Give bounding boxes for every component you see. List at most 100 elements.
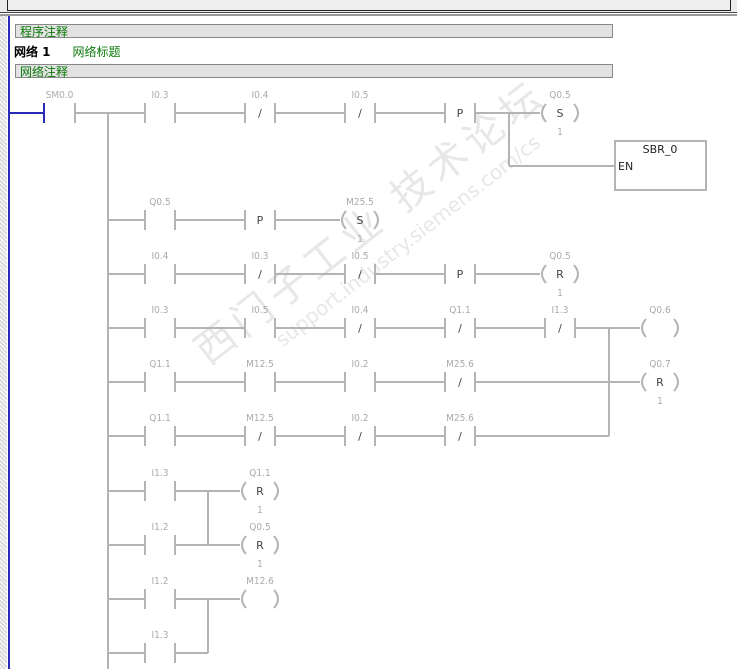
coil-right-paren <box>573 103 579 123</box>
contact-no[interactable]: I1.3 <box>144 468 176 501</box>
contact-address: I0.5 <box>352 90 369 101</box>
program-comment[interactable]: 程序注释 <box>15 24 613 39</box>
contact-nc[interactable]: / I0.3 <box>244 251 276 284</box>
positive-edge-mark: P <box>257 214 264 227</box>
coil-left-paren <box>241 481 247 501</box>
negation-mark: / <box>558 322 562 335</box>
contact-nc[interactable]: /M25.6 <box>444 359 476 392</box>
coil-address: Q0.5 <box>549 90 570 101</box>
contact-address: I1.2 <box>152 576 169 587</box>
contact-address: Q1.1 <box>149 413 170 424</box>
contact-address: I0.3 <box>252 251 269 262</box>
contact-address: I0.5 <box>352 251 369 262</box>
coil[interactable]: M25.5S1 <box>341 197 379 245</box>
contact-no[interactable]: M12.5 <box>244 359 276 392</box>
contact-nc[interactable]: /Q1.1 <box>444 305 476 338</box>
toolbar-area <box>0 0 737 13</box>
coil-count: 1 <box>357 234 363 245</box>
coil-address: M25.5 <box>346 197 374 208</box>
contact-no[interactable]: I1.2 <box>144 576 176 609</box>
contact-nc[interactable]: /M25.6 <box>444 413 476 446</box>
coil-address: Q0.7 <box>649 359 670 370</box>
editor-margin <box>0 16 7 669</box>
negation-mark: / <box>358 430 362 443</box>
positive-edge-mark: P <box>457 107 464 120</box>
contact-nc[interactable]: / M12.5 <box>244 413 276 446</box>
coil-count: 1 <box>557 127 563 138</box>
negation-mark: / <box>458 376 462 389</box>
contact-nc[interactable]: / I0.2 <box>344 413 376 446</box>
contact-nc[interactable]: / I0.4 <box>344 305 376 338</box>
coil[interactable]: Q0.7R1 <box>641 359 679 407</box>
coil-right-paren <box>273 535 279 555</box>
contact-address: I0.4 <box>252 90 269 101</box>
contact-address: I0.3 <box>152 90 169 101</box>
contact-address: I0.5 <box>252 305 269 316</box>
negation-mark: / <box>258 268 262 281</box>
enable-input-label: EN <box>618 160 633 173</box>
coil[interactable]: Q0.5S1 <box>541 90 579 138</box>
contact-address: I1.3 <box>152 468 169 479</box>
contact-no[interactable]: I0.4 <box>144 251 176 284</box>
coil-right-paren <box>273 481 279 501</box>
contact-address: I1.3 <box>552 305 569 316</box>
coil-left-paren <box>641 318 647 338</box>
contact-nc[interactable]: /I0.4 <box>244 90 276 123</box>
contact-address: I0.4 <box>352 305 369 316</box>
negation-mark: / <box>358 322 362 335</box>
contact-no[interactable]: I1.3 <box>144 630 176 663</box>
coil-operation: R <box>256 539 264 552</box>
divider <box>0 14 737 16</box>
contact-no[interactable]: Q0.5 <box>144 197 176 230</box>
coil-address: Q0.5 <box>249 522 270 533</box>
left-power-rail <box>8 16 10 669</box>
contact-no[interactable]: I0.3 <box>144 305 176 338</box>
contact-address: M12.5 <box>246 359 274 370</box>
negation-mark: / <box>258 430 262 443</box>
contact-nc[interactable]: / I0.5 <box>344 90 376 123</box>
coil-right-paren <box>673 372 679 392</box>
coil-count: 1 <box>557 288 563 299</box>
coil-count: 1 <box>257 559 263 570</box>
contact-p[interactable]: P <box>444 103 476 123</box>
subroutine-box[interactable] <box>614 140 707 191</box>
contact-address: I1.3 <box>152 630 169 641</box>
network-label: 网络 1 <box>14 45 51 59</box>
contact-address: Q1.1 <box>449 305 470 316</box>
contact-no[interactable]: I0.2 <box>344 359 376 392</box>
contact-no[interactable]: I0.5 <box>244 305 276 338</box>
coil[interactable]: Q0.5R1 <box>541 251 579 299</box>
contact-no[interactable]: I0.3 <box>144 90 176 123</box>
contact-no[interactable]: Q1.1 <box>144 359 176 392</box>
coil-left-paren <box>241 535 247 555</box>
contact-p[interactable]: P <box>444 264 476 284</box>
coil-right-paren <box>573 264 579 284</box>
contact-no[interactable]: SM0.0 <box>43 90 76 123</box>
coil-right-paren <box>673 318 679 338</box>
subroutine-name: SBR_0 <box>643 143 678 156</box>
network-comment[interactable]: 网络注释 <box>15 64 613 79</box>
coil-left-paren <box>541 264 547 284</box>
contact-address: M12.5 <box>246 413 274 424</box>
coil[interactable]: Q0.5R 1 <box>241 522 279 570</box>
coil[interactable]: Q0.6 <box>641 305 679 338</box>
coil[interactable]: Q1.1R1 <box>241 468 279 516</box>
network-title[interactable]: 网络标题 <box>72 45 121 59</box>
coil-operation: R <box>256 485 264 498</box>
contact-nc[interactable]: /I0.5 <box>344 251 376 284</box>
contact-address: I0.2 <box>352 413 369 424</box>
contact-address: Q0.5 <box>149 197 170 208</box>
negation-mark: / <box>358 107 362 120</box>
coil[interactable]: M12.6 <box>241 576 279 609</box>
contact-address: SM0.0 <box>46 90 74 101</box>
coil-left-paren <box>541 103 547 123</box>
contact-no[interactable]: I1.2 <box>144 522 176 555</box>
coil-left-paren <box>641 372 647 392</box>
contact-no[interactable]: Q1.1 <box>144 413 176 446</box>
coil-left-paren <box>241 589 247 609</box>
contact-nc[interactable]: / I1.3 <box>544 305 576 338</box>
contact-p[interactable]: P <box>244 210 276 230</box>
contact-address: I1.2 <box>152 522 169 533</box>
coil-left-paren <box>341 210 347 230</box>
